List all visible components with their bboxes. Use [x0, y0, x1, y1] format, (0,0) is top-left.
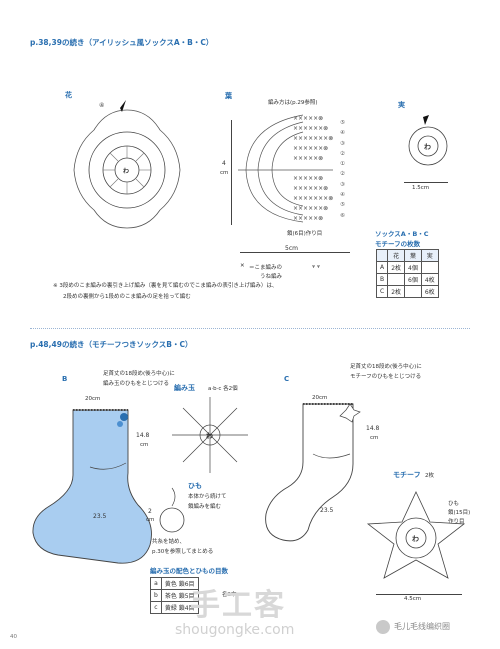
motif-col-flower: 花: [387, 249, 406, 262]
ball-title: 編み玉: [174, 384, 195, 392]
motif-width-line: [376, 594, 462, 595]
brand-icon: [376, 620, 390, 634]
cord-note-1: 本体から続けて: [188, 494, 227, 500]
svg-text:×××××⊗: ×××××⊗: [293, 175, 323, 182]
sock-b-width: 20cm: [85, 396, 101, 402]
fruit-chart: わ: [405, 115, 451, 175]
leaf-height-line: [231, 120, 232, 225]
legend-2: うね編み: [260, 274, 283, 280]
sock-c-foot: 23.5: [320, 507, 334, 514]
section-divider: [30, 328, 470, 329]
sock-c-letter: C: [284, 375, 290, 383]
watermark-url: shougongke.com: [175, 622, 295, 638]
svg-text:×××××⊗: ×××××⊗: [293, 115, 323, 122]
sock-c-note-1: 足首丈の18段め(後ろ中心)に: [350, 364, 422, 370]
sock-b-height-unit: cm: [140, 442, 149, 448]
legend-1: ＝こま編みの: [249, 265, 283, 271]
motif-title: モチーフ: [393, 471, 421, 479]
cord-length-unit: cm: [146, 517, 155, 523]
motif-width: 4.5cm: [404, 596, 422, 602]
color-table-note: 各2本: [222, 592, 237, 598]
sock-c-drawing: [258, 392, 388, 552]
svg-text:××××××⊗: ××××××⊗: [293, 185, 328, 192]
color-table-title: 編み玉の配色とひもの目数: [150, 567, 228, 575]
svg-text:×××××××⊗: ×××××××⊗: [293, 135, 333, 142]
cord-note-2: 鎖編みを編む: [188, 504, 222, 510]
svg-text:××××××⊗: ××××××⊗: [293, 145, 328, 152]
ball-center-ring: わ: [206, 432, 213, 440]
svg-text:×××××⊗: ×××××⊗: [293, 215, 323, 222]
ball-drawing: [158, 486, 186, 536]
stuff-note-1: 共糸を詰め、: [152, 539, 186, 545]
leaf-label: 葉: [225, 92, 232, 100]
motif-chart: わ: [360, 482, 472, 590]
ball-chart: わ: [170, 395, 250, 475]
leaf-width-line: [240, 252, 350, 253]
sock-b-note-1: 足首丈の18段め(後ろ中心)に: [103, 371, 175, 377]
leaf-chart: ×××××⊗ ××××××⊗ ×××××××⊗ ××××××⊗ ×××××⊗ ×…: [238, 110, 368, 230]
leaf-height: 4: [222, 160, 226, 167]
bottom-header: p.48,49の続き（モチーフつきソックスB・C）: [30, 340, 193, 349]
leaf-width: 5cm: [283, 245, 300, 252]
motif-cord-1: ひも: [448, 501, 460, 507]
motif-count: 2枚: [425, 473, 434, 479]
motif-col-leaf: 葉: [404, 249, 422, 262]
fruit-label: 実: [398, 101, 405, 109]
motif-cord-3: 作り目: [448, 519, 465, 525]
sock-b-letter: B: [62, 375, 68, 383]
flower-chart: [60, 100, 195, 235]
ball-spec: a·b·c 各2個: [208, 386, 238, 392]
cord-length: 2: [148, 508, 152, 515]
note-line-1: ※ 3段めのこま編みの裏引き上げ編み（裏を見て編むのでこま編みの表引き上げ編み）…: [53, 283, 278, 289]
motif-center-ring: わ: [412, 535, 419, 543]
sock-b-height: 14.8: [136, 432, 150, 439]
svg-text:××××××⊗: ××××××⊗: [293, 205, 328, 212]
motif-col-0: [375, 249, 389, 262]
leaf-chain: 鎖(6目)作り目: [287, 231, 323, 237]
svg-text:××××××⊗: ××××××⊗: [293, 125, 328, 132]
svg-text:×××××××⊗: ×××××××⊗: [293, 195, 333, 202]
stitch-symbols: ⩛ ⩛: [312, 264, 320, 270]
leaf-height-unit: cm: [220, 170, 229, 176]
sock-c-height-unit: cm: [370, 435, 379, 441]
motif-table-title: ソックスA・B・C モチーフの枚数: [375, 230, 429, 248]
svg-text:×××××⊗: ×××××⊗: [293, 155, 323, 162]
ridge-symbol: ✕: [240, 263, 245, 269]
top-header: p.38,39の続き（アイリッシュ風ソックスA・B・C）: [30, 38, 214, 47]
leaf-method: 編み方は(p.29参照): [268, 100, 318, 106]
flower-label: 花: [65, 91, 72, 99]
cord-title: ひも: [188, 482, 202, 490]
fruit-width-line: [404, 182, 448, 183]
watermark-brand: 毛儿毛线编织圈: [394, 622, 450, 631]
sock-b-note-2: 編み玉のひもをとじつける: [103, 381, 170, 387]
motif-cord-2: 鎖(15目): [448, 510, 471, 516]
sock-c-height: 14.8: [366, 425, 380, 432]
stuff-note-2: p.30を参照してまとめる: [152, 549, 214, 555]
sock-b-foot: 23.5: [93, 513, 107, 520]
fruit-width: 1.5cm: [412, 185, 430, 191]
sock-b-drawing: [28, 395, 173, 575]
watermark-main: 手工客: [190, 588, 286, 623]
fruit-center-ring: わ: [424, 143, 431, 151]
sock-c-note-2: モチーフのひもをとじつける: [350, 374, 422, 380]
flower-center-ring: わ: [123, 168, 130, 175]
page-number: 40: [10, 634, 17, 640]
note-line-2: 2段めの裏側から1段めのこま編みの足を拾って編む: [63, 294, 191, 300]
motif-col-fruit: 実: [420, 249, 439, 262]
flower-row-marker: ④: [99, 102, 105, 109]
sock-c-width: 20cm: [312, 395, 328, 401]
